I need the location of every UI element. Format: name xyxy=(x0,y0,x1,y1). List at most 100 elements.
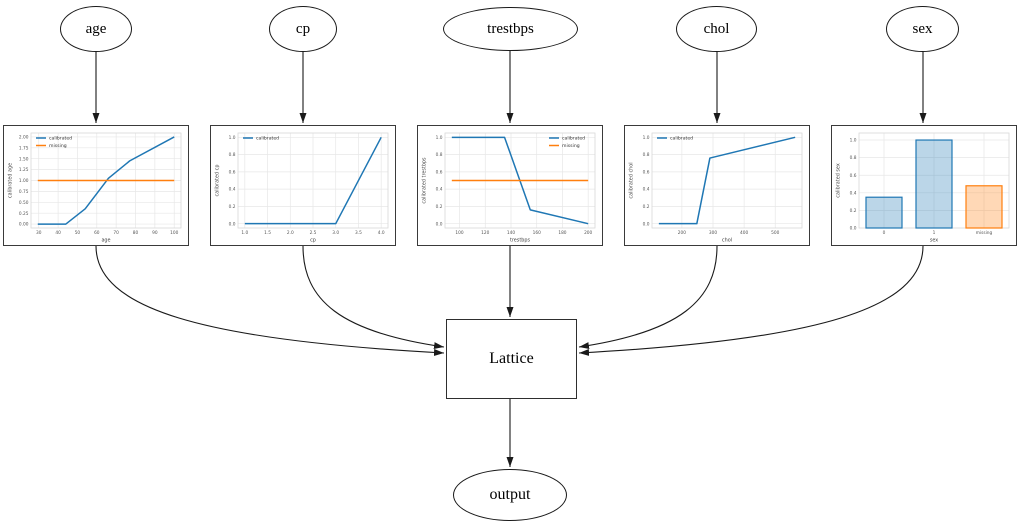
node-lattice: Lattice xyxy=(446,319,577,399)
series-calibrated xyxy=(244,136,382,225)
svg-text:0.4: 0.4 xyxy=(643,187,650,193)
node-sex: sex xyxy=(886,6,959,52)
svg-text:missing: missing xyxy=(976,230,993,236)
svg-text:1.0: 1.0 xyxy=(643,135,650,141)
legend: calibrated xyxy=(657,136,693,142)
svg-text:0: 0 xyxy=(883,230,886,236)
svg-text:0.4: 0.4 xyxy=(229,187,236,193)
svg-text:0.00: 0.00 xyxy=(19,222,29,228)
svg-text:1.0: 1.0 xyxy=(229,135,236,141)
svg-text:0.50: 0.50 xyxy=(19,200,29,206)
svg-text:140: 140 xyxy=(507,230,515,236)
node-age-label: age xyxy=(85,20,107,37)
node-sex-label: sex xyxy=(912,20,933,37)
svg-text:0.4: 0.4 xyxy=(850,190,857,196)
grid xyxy=(652,133,802,228)
svg-text:0.8: 0.8 xyxy=(643,152,650,158)
svg-text:0.6: 0.6 xyxy=(229,169,236,175)
series-calibrated xyxy=(658,136,796,225)
svg-text:0.0: 0.0 xyxy=(850,226,857,232)
svg-text:120: 120 xyxy=(481,230,489,236)
svg-text:200: 200 xyxy=(678,230,686,236)
plot-frame xyxy=(237,132,389,229)
xlabel: trestbps xyxy=(510,238,531,244)
node-cp: cp xyxy=(269,6,337,52)
node-age: age xyxy=(60,6,132,52)
svg-text:70: 70 xyxy=(113,230,119,236)
svg-text:3.5: 3.5 xyxy=(355,230,362,236)
svg-text:30: 30 xyxy=(36,230,42,236)
node-output: output xyxy=(453,469,567,521)
svg-text:0.0: 0.0 xyxy=(229,221,236,227)
svg-text:200: 200 xyxy=(584,230,592,236)
svg-text:1.0: 1.0 xyxy=(241,230,248,236)
svg-text:400: 400 xyxy=(740,230,748,236)
grid xyxy=(445,133,595,228)
edge-sex-plot-to-lattice xyxy=(578,245,924,356)
svg-text:0.2: 0.2 xyxy=(643,204,650,210)
svg-text:1.5: 1.5 xyxy=(264,230,271,236)
xlabel: chol xyxy=(722,238,732,244)
edge-cp-plot-to-lattice xyxy=(302,245,445,350)
svg-text:0.6: 0.6 xyxy=(436,169,443,175)
svg-text:40: 40 xyxy=(55,230,61,236)
svg-text:0.2: 0.2 xyxy=(229,204,236,210)
ylabel: calibrated age xyxy=(8,163,14,198)
svg-text:1.0: 1.0 xyxy=(850,138,857,144)
legend: calibrated xyxy=(243,136,279,142)
bar-1 xyxy=(915,139,953,229)
svg-text:300: 300 xyxy=(709,230,717,236)
bar-0 xyxy=(865,196,903,229)
bars xyxy=(865,139,1003,229)
svg-text:1.0: 1.0 xyxy=(436,135,443,141)
svg-text:0.2: 0.2 xyxy=(850,208,857,214)
svg-text:0.75: 0.75 xyxy=(19,189,29,195)
legend-label-missing: missing xyxy=(562,143,580,149)
xlabel: cp xyxy=(310,238,316,244)
series-calibrated xyxy=(451,136,589,225)
svg-text:2.0: 2.0 xyxy=(287,230,294,236)
svg-text:500: 500 xyxy=(771,230,779,236)
svg-text:100: 100 xyxy=(170,230,178,236)
svg-text:1: 1 xyxy=(933,230,936,236)
ylabel: calibrated chol xyxy=(629,162,635,198)
svg-text:160: 160 xyxy=(533,230,541,236)
plot-frame xyxy=(651,132,803,229)
xlabel: age xyxy=(101,238,110,244)
edge-age-plot-to-lattice xyxy=(95,245,445,356)
plot-frame xyxy=(30,132,182,229)
svg-text:0.8: 0.8 xyxy=(850,155,857,161)
legend-label-missing: missing xyxy=(49,143,67,149)
node-chol-label: chol xyxy=(703,20,730,37)
legend-label-calibrated: calibrated xyxy=(256,136,279,142)
svg-text:2.5: 2.5 xyxy=(310,230,317,236)
node-chol: chol xyxy=(676,6,757,52)
svg-text:0.8: 0.8 xyxy=(229,152,236,158)
svg-text:0.0: 0.0 xyxy=(436,221,443,227)
grid xyxy=(238,133,388,228)
legend-label-calibrated: calibrated xyxy=(49,136,72,142)
svg-text:0.8: 0.8 xyxy=(436,152,443,158)
bar-missing xyxy=(965,185,1003,229)
node-lattice-label: Lattice xyxy=(489,350,534,367)
series-calibrated xyxy=(37,136,175,225)
svg-text:60: 60 xyxy=(94,230,100,236)
svg-text:3.0: 3.0 xyxy=(332,230,339,236)
